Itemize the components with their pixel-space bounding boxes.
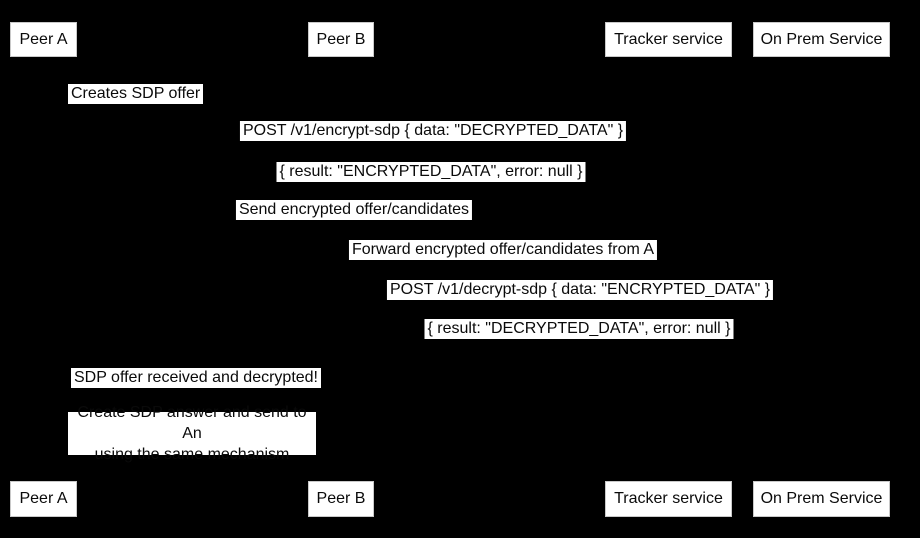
participant-peer-b-top: Peer B <box>308 22 374 57</box>
participant-tracker-service-top: Tracker service <box>605 22 732 57</box>
message-result-decrypted-data: { result: "DECRYPTED_DATA", error: null … <box>424 319 734 339</box>
message-send-encrypted-offer: Send encrypted offer/candidates <box>235 200 473 220</box>
participant-peer-a-top: Peer A <box>10 22 77 57</box>
participant-tracker-service-bottom: Tracker service <box>605 481 732 517</box>
participant-on-prem-service-bottom: On Prem Service <box>753 481 890 517</box>
participant-peer-a-bottom: Peer A <box>10 481 77 517</box>
message-post-decrypt-sdp: POST /v1/decrypt-sdp { data: "ENCRYPTED_… <box>386 280 774 300</box>
message-post-encrypt-sdp: POST /v1/encrypt-sdp { data: "DECRYPTED_… <box>239 121 627 141</box>
participant-on-prem-service-top: On Prem Service <box>753 22 890 57</box>
note-line-1: Create SDP answer and send to An <box>77 404 307 442</box>
participant-peer-b-bottom: Peer B <box>308 481 374 517</box>
message-result-encrypted-data: { result: "ENCRYPTED_DATA", error: null … <box>276 162 586 182</box>
message-forward-encrypted-offer: Forward encrypted offer/candidates from … <box>348 240 658 260</box>
message-sdp-offer-received: SDP offer received and decrypted! <box>71 368 321 388</box>
note-create-sdp-answer: Create SDP answer and send to An using t… <box>68 404 316 463</box>
note-line-2: using the same mechanism <box>94 446 290 463</box>
message-creates-sdp-offer: Creates SDP offer <box>68 84 204 104</box>
